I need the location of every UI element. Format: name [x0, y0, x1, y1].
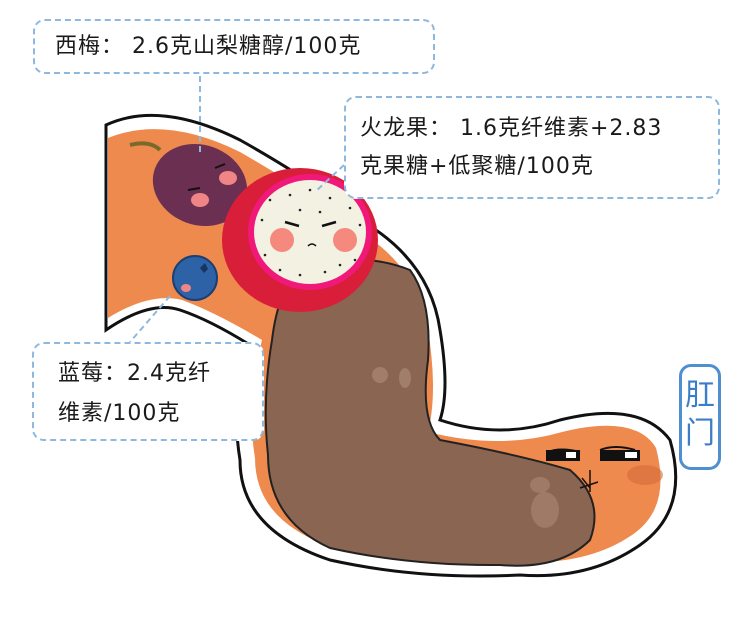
blueberry-callout-line1: 蓝莓：2.4克纤: [58, 361, 211, 386]
anus-label-char2: 门: [685, 416, 715, 451]
anus-character-icon: [546, 446, 663, 492]
prune-character-icon: [129, 141, 248, 227]
dragon-fruit-callout: 火龙果： 1.6克纤维素+2.83 克果糖+低聚糖/100克: [344, 96, 720, 199]
stool-icon: [264, 258, 596, 567]
dragon-fruit-callout-line1: 火龙果： 1.6克纤维素+2.83: [360, 116, 663, 141]
prune-callout: 西梅： 2.6克山梨糖醇/100克: [33, 19, 435, 74]
dragon-fruit-character-icon: [222, 168, 378, 312]
anus-label-char1: 肛: [685, 378, 715, 413]
blueberry-character-icon: [172, 255, 218, 301]
blueberry-callout: 蓝莓：2.4克纤 维素/100克: [32, 342, 264, 441]
blueberry-leader-line: [129, 295, 171, 343]
blueberry-callout-line2: 维素/100克: [58, 401, 181, 426]
dragon-leader-line: [314, 164, 345, 193]
anus-label: 肛 门: [679, 364, 721, 470]
prune-callout-text: 西梅： 2.6克山梨糖醇/100克: [55, 34, 362, 59]
dragon-fruit-callout-line2: 克果糖+低聚糖/100克: [360, 154, 594, 179]
